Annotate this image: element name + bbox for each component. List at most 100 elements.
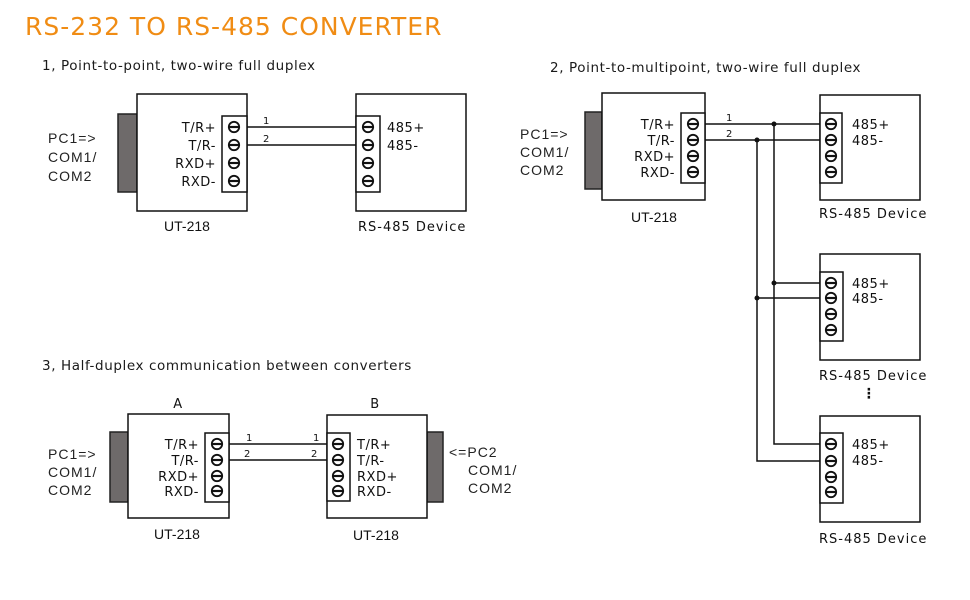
converter-model-label: UT-218	[154, 526, 200, 542]
device-name-label: RS-485 Device	[358, 220, 466, 235]
pin-label: T/R+	[164, 438, 199, 453]
device-pin-label: 485+	[852, 277, 890, 292]
device-pin-label: 485-	[387, 139, 419, 154]
host-label: PC1=> COM1/ COM2	[48, 130, 97, 184]
device-name-label: RS-485 Device	[819, 532, 927, 547]
screw-terminal-icon	[824, 291, 838, 305]
pin-label: T/R-	[170, 454, 199, 469]
wire-number: 2	[726, 129, 732, 140]
host-label-line: COM2	[48, 482, 92, 498]
screw-terminal-icon	[227, 138, 241, 152]
host-label-line: COM2	[520, 162, 564, 178]
pin-label: RXD-	[357, 485, 392, 500]
device-pin-label: 485+	[852, 438, 890, 453]
converter-tag: B	[370, 397, 379, 412]
junction-dot	[771, 280, 777, 286]
screw-terminal-icon	[824, 454, 838, 468]
pin-label: RXD-	[164, 485, 199, 500]
host-label-line: COM2	[48, 168, 92, 184]
pin-label: T/R-	[187, 139, 216, 154]
screw-terminal-icon	[331, 437, 345, 451]
wire-number: 1	[246, 433, 252, 444]
screw-terminal-icon	[824, 485, 838, 499]
wire-number: 1	[726, 113, 732, 124]
db9-connector	[584, 111, 603, 190]
pin-label: RXD-	[181, 175, 216, 190]
converter-tag: A	[173, 397, 182, 412]
host-label-line: COM2	[468, 480, 512, 496]
junction-dot	[754, 295, 760, 301]
wire-number: 2	[263, 134, 269, 145]
wire-number: 1	[313, 433, 319, 444]
screw-terminal-icon	[686, 133, 700, 147]
pin-label: RXD+	[175, 157, 216, 172]
pin-label: T/R-	[356, 454, 385, 469]
device-pin-label: 485+	[387, 121, 425, 136]
screw-terminal-icon	[210, 437, 224, 451]
screw-terminal-icon	[227, 174, 241, 188]
bus-wire-1	[773, 124, 820, 445]
host-label-line: COM1/	[48, 464, 97, 480]
pin-label: RXD+	[634, 150, 675, 165]
screw-terminal-icon	[824, 149, 838, 163]
section-3-title: 3, Half-duplex communication between con…	[42, 358, 412, 374]
screw-terminal-icon	[331, 484, 345, 498]
section-2-diagram: PC1=> COM1/ COM2 T/R+ T/R- RXD+ RXD- UT-…	[520, 92, 927, 547]
screw-terminal-icon	[331, 453, 345, 467]
wire-number: 2	[311, 449, 317, 460]
junction-dot	[771, 121, 777, 127]
rs485-device-3: 485+ 485- RS-485 Device	[819, 415, 927, 547]
screw-terminal-icon	[824, 323, 838, 337]
host-label-line: PC1=>	[48, 130, 97, 146]
screw-terminal-icon	[824, 276, 838, 290]
junction-dot	[754, 137, 760, 143]
rs485-device-2: 485+ 485- RS-485 Device	[819, 253, 927, 384]
wire-number: 1	[263, 116, 269, 127]
host-label-line: COM1/	[468, 462, 517, 478]
device-pin-label: 485-	[852, 134, 884, 149]
db9-connector	[109, 431, 129, 503]
screw-terminal-icon	[210, 484, 224, 498]
device-pin-label: 485-	[852, 292, 884, 307]
terminal-block	[326, 432, 351, 502]
screw-terminal-icon	[824, 165, 838, 179]
screw-terminal-icon	[824, 117, 838, 131]
screw-terminal-icon	[361, 174, 375, 188]
screw-terminal-icon	[331, 469, 345, 483]
screw-terminal-icon	[686, 117, 700, 131]
screw-terminal-icon	[361, 156, 375, 170]
rs485-device-1: 485+ 485- RS-485 Device	[819, 94, 927, 222]
screw-terminal-icon	[227, 120, 241, 134]
device-name-label: RS-485 Device	[819, 207, 927, 222]
converter-a: A PC1=> COM1/ COM2 T/R+ T/R- RXD+ RXD- U…	[48, 397, 230, 542]
screw-terminal-icon	[361, 120, 375, 134]
section-2-title: 2, Point-to-multipoint, two-wire full du…	[550, 60, 862, 76]
terminal-block	[819, 432, 844, 504]
screw-terminal-icon	[824, 133, 838, 147]
terminal-block	[819, 112, 843, 184]
section-3-diagram: A PC1=> COM1/ COM2 T/R+ T/R- RXD+ RXD- U…	[48, 397, 517, 543]
device-pin-label: 485-	[852, 454, 884, 469]
screw-terminal-icon	[210, 469, 224, 483]
converter-b: B T/R+ T/R- RXD+ RXD- UT-218 <=PC2 COM1/…	[326, 397, 517, 543]
converter-model-label: UT-218	[353, 527, 399, 543]
device-name-label: RS-485 Device	[819, 369, 927, 384]
host-label-line: <=PC2	[449, 444, 498, 460]
pin-label: T/R-	[646, 134, 675, 149]
screw-terminal-icon	[686, 165, 700, 179]
screw-terminal-icon	[227, 156, 241, 170]
converter-model-label: UT-218	[631, 209, 677, 225]
pin-label: RXD-	[640, 166, 675, 181]
terminal-block	[819, 271, 844, 342]
db9-connector	[117, 113, 138, 193]
screw-terminal-icon	[824, 307, 838, 321]
screw-terminal-icon	[210, 453, 224, 467]
section-1-diagram: PC1=> COM1/ COM2 T/R+ T/R- RXD+ RXD- UT-…	[48, 93, 467, 235]
db9-connector	[426, 431, 444, 503]
pin-label: T/R+	[181, 121, 216, 136]
bus-wire-2	[756, 140, 820, 462]
pin-label: RXD+	[357, 470, 398, 485]
host-label: PC1=> COM1/ COM2	[520, 126, 568, 178]
pin-label: RXD+	[158, 470, 199, 485]
